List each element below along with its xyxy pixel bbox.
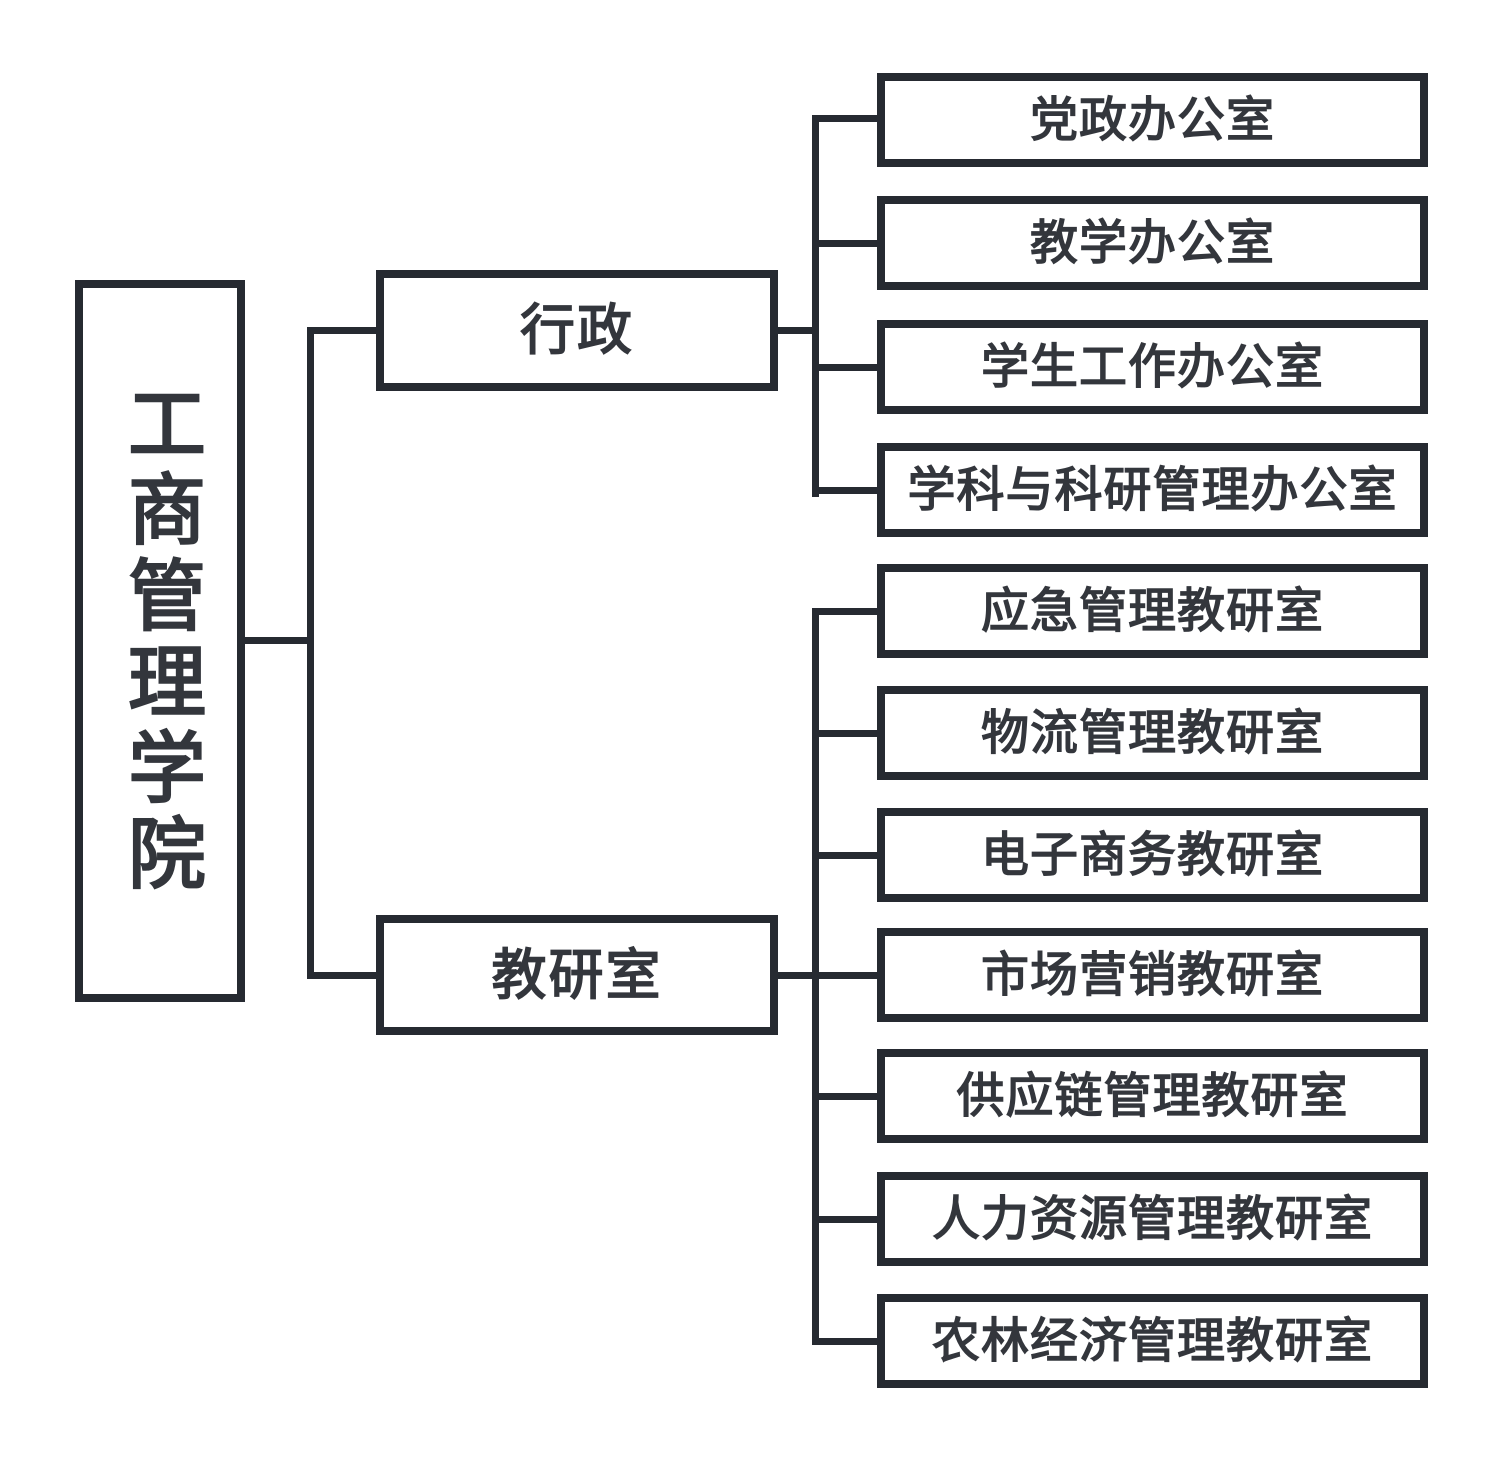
- connector-stub: [812, 487, 877, 494]
- branch-box-admin: 行政: [376, 270, 778, 391]
- child-box-research: 农林经济管理教研室: [877, 1294, 1428, 1388]
- child-box-office: 学科与科研管理办公室: [877, 443, 1428, 537]
- child-box-office: 党政办公室: [877, 73, 1428, 167]
- connector-stub: [812, 852, 877, 859]
- connector-stub: [812, 608, 877, 615]
- connector-stub: [812, 1338, 877, 1345]
- root-box-college: 工商管理学院: [75, 280, 245, 1002]
- child-box-office: 教学办公室: [877, 196, 1428, 290]
- child-box-research: 电子商务教研室: [877, 808, 1428, 902]
- connector-main-trunk: [307, 327, 314, 979]
- child-box-research: 应急管理教研室: [877, 564, 1428, 658]
- connector-stub: [812, 364, 877, 371]
- branch-box-teaching: 教研室: [376, 915, 778, 1035]
- connector-admin-in: [307, 327, 377, 334]
- connector-root: [245, 637, 310, 644]
- child-box-research: 人力资源管理教研室: [877, 1172, 1428, 1266]
- connector-admin-trunk: [812, 115, 819, 497]
- connector-stub: [812, 1216, 877, 1223]
- child-box-research: 物流管理教研室: [877, 686, 1428, 780]
- connector-stub: [812, 240, 877, 247]
- connector-admin-out: [778, 327, 819, 334]
- connector-teach-in: [307, 972, 377, 979]
- connector-stub: [812, 972, 877, 979]
- child-box-office: 学生工作办公室: [877, 320, 1428, 414]
- child-box-research: 市场营销教研室: [877, 928, 1428, 1022]
- connector-teach-out: [778, 972, 819, 979]
- child-box-research: 供应链管理教研室: [877, 1049, 1428, 1143]
- connector-stub: [812, 115, 877, 122]
- connector-stub: [812, 730, 877, 737]
- connector-stub: [812, 1093, 877, 1100]
